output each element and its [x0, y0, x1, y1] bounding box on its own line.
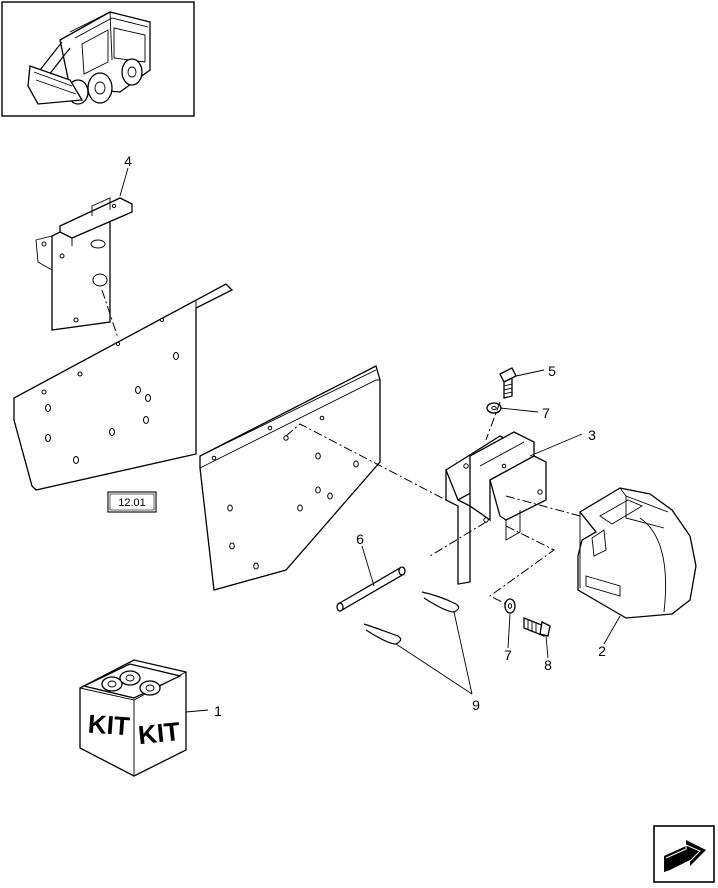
assembly-lines — [101, 289, 581, 605]
part-1-kit-box: KIT KIT — [79, 659, 187, 777]
callout-6: 6 — [356, 531, 364, 547]
callout-4: 4 — [124, 153, 132, 169]
part-4-mount-plate — [35, 197, 133, 331]
callout-1: 1 — [214, 703, 222, 719]
leader-lines — [119, 167, 621, 713]
callout-8: 8 — [544, 657, 552, 673]
kit-label-left: KIT — [87, 708, 131, 741]
callout-7-bottom: 7 — [504, 647, 512, 663]
part-6-pin — [336, 566, 406, 612]
reference-box-label: 12.01 — [118, 497, 146, 509]
callout-7-top: 7 — [542, 405, 550, 421]
reference-box: 12.01 — [107, 491, 157, 513]
kit-label-right: KIT — [137, 716, 182, 750]
washer-top-hole — [491, 405, 497, 411]
part-8-bolt — [523, 617, 551, 637]
part-2-counterweight — [577, 487, 697, 619]
left-arm-panel — [13, 283, 234, 491]
part-9-clip-pins — [363, 591, 460, 645]
part-5-bolt — [499, 367, 517, 399]
callout-2: 2 — [598, 643, 606, 659]
callout-5: 5 — [548, 363, 556, 379]
next-page-arrow-icon[interactable] — [653, 825, 715, 883]
washer-bottom-hole — [507, 603, 513, 609]
skid-steer-loader-icon — [1, 1, 195, 117]
part-3-weight-bracket — [445, 431, 547, 585]
right-arm-panel — [199, 365, 381, 591]
callout-3: 3 — [588, 427, 596, 443]
callout-9: 9 — [472, 697, 480, 713]
